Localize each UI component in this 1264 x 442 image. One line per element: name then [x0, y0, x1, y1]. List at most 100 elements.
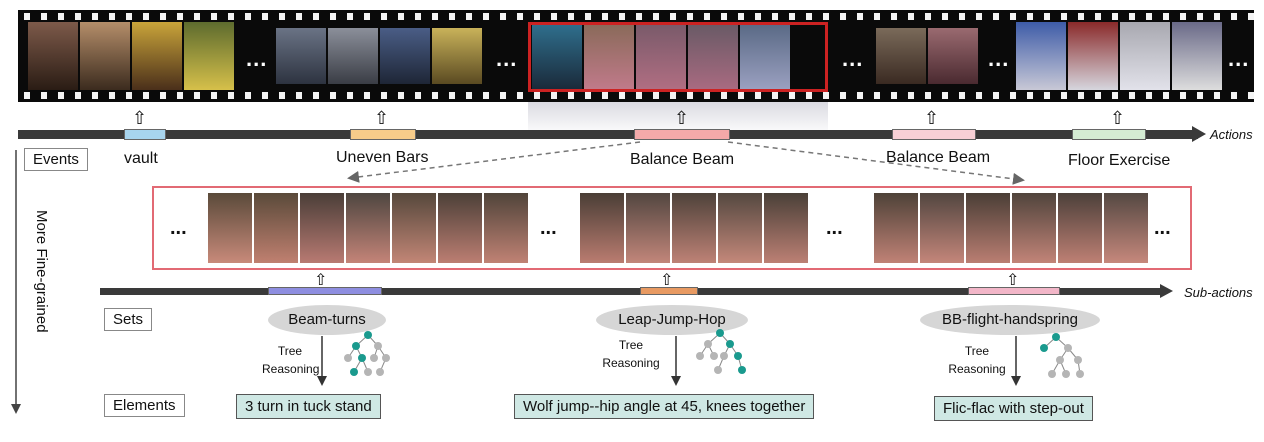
video-frame [346, 193, 390, 263]
event-label: Balance Beam [630, 151, 735, 168]
event-label: Balance Beam [886, 149, 991, 166]
video-frame [80, 22, 130, 90]
ellipsis: ... [246, 46, 268, 71]
ellipsis: ... [988, 46, 1010, 71]
up-arrow-icon: ⇧ [1110, 108, 1126, 128]
video-frame [672, 193, 716, 263]
video-filmstrip: ... ... ... ... ... [18, 10, 1254, 102]
action-segment-floor-exercise [1072, 129, 1146, 140]
video-frame [1172, 22, 1222, 90]
video-frame [1016, 22, 1066, 90]
video-frame [636, 25, 686, 89]
video-frame [1104, 193, 1148, 263]
subaction-frames: ... ... ... ... [152, 186, 1192, 270]
video-frame [300, 193, 344, 263]
reasoning-line: Reasoning [602, 356, 660, 370]
set-oval: Beam-turns [268, 305, 386, 335]
up-arrow-icon: ⇧ [1006, 272, 1020, 289]
video-frame [392, 193, 436, 263]
sets-box: Sets [104, 308, 153, 331]
up-arrow-icon: ⇧ [924, 108, 940, 128]
video-frame [920, 193, 964, 263]
action-segment-balance-beam [634, 129, 730, 140]
event-label: vault [124, 150, 158, 167]
reasoning-line: Reasoning [262, 362, 320, 376]
video-frame [928, 28, 978, 84]
up-arrow-icon: ⇧ [314, 272, 328, 289]
video-frame [254, 193, 298, 263]
subaction-segment [640, 287, 698, 295]
video-frame [718, 193, 762, 263]
ellipsis: ... [1154, 217, 1171, 239]
reasoning-line: Reasoning [948, 362, 1006, 376]
ellipsis: ... [826, 217, 843, 239]
tree-reasoning-label: Tree Reasoning [262, 342, 320, 378]
ellipsis: ... [170, 217, 187, 239]
video-frame [1120, 22, 1170, 90]
up-arrow-icon: ⇧ [660, 272, 674, 289]
element-label: Flic-flac with step-out [934, 396, 1093, 421]
element-label: 3 turn in tuck stand [236, 394, 381, 419]
video-frame [328, 28, 378, 84]
subaction-segment [968, 287, 1060, 295]
event-label: Uneven Bars [336, 149, 429, 166]
reasoning-line: Tree [964, 344, 990, 358]
events-box: Events [24, 148, 88, 171]
video-frame [1012, 193, 1056, 263]
highlight-box [528, 22, 828, 92]
video-frame [874, 193, 918, 263]
video-frame [584, 25, 634, 89]
reasoning-line: Tree [277, 344, 303, 358]
film-perforation-top [18, 13, 1254, 20]
tree-reasoning-label: Tree Reasoning [600, 336, 662, 372]
ellipsis: ... [1228, 46, 1250, 71]
elements-box: Elements [104, 394, 185, 417]
film-perforation-bottom [18, 92, 1254, 99]
subaction-segment [268, 287, 382, 295]
actions-label: Actions [1210, 127, 1253, 142]
event-label: Floor Exercise [1068, 152, 1171, 169]
video-frame [276, 28, 326, 84]
video-frame [208, 193, 252, 263]
action-segment-vault [124, 129, 166, 140]
video-frame [184, 22, 234, 90]
set-oval: Leap-Jump-Hop [596, 305, 748, 335]
decision-tree-icon [344, 331, 390, 376]
action-segment-uneven-bars [350, 129, 416, 140]
reasoning-line: Tree [618, 338, 644, 352]
video-frame [532, 25, 582, 89]
ellipsis: ... [496, 46, 518, 71]
ellipsis: ... [540, 217, 557, 239]
subactions-timeline [100, 288, 1164, 295]
element-label: Wolf jump--hip angle at 45, knees togeth… [514, 394, 815, 419]
video-frame [764, 193, 808, 263]
video-frame [688, 25, 738, 89]
tree-reasoning-label: Tree Reasoning [946, 342, 1008, 378]
timeline-arrowhead-icon [1192, 126, 1206, 142]
video-frame [1068, 22, 1118, 90]
video-frame [132, 22, 182, 90]
subactions-label: Sub-actions [1184, 285, 1253, 300]
video-frame [28, 22, 78, 90]
up-arrow-icon: ⇧ [374, 108, 390, 128]
timeline-arrowhead-icon [1160, 284, 1173, 298]
video-frame [876, 28, 926, 84]
decision-tree-icon [1040, 333, 1084, 378]
video-frame [580, 193, 624, 263]
video-frame [1058, 193, 1102, 263]
video-frame [484, 193, 528, 263]
video-frame [432, 28, 482, 84]
video-frame [438, 193, 482, 263]
video-frame [966, 193, 1010, 263]
set-oval: BB-flight-handspring [920, 305, 1100, 335]
up-arrow-icon: ⇧ [674, 108, 690, 128]
actions-timeline [18, 130, 1198, 139]
decision-tree-icon [696, 329, 746, 374]
video-frame [626, 193, 670, 263]
video-frame [380, 28, 430, 84]
video-frame [740, 25, 790, 89]
up-arrow-icon: ⇧ [132, 108, 148, 128]
action-segment-balance-beam-2 [892, 129, 976, 140]
